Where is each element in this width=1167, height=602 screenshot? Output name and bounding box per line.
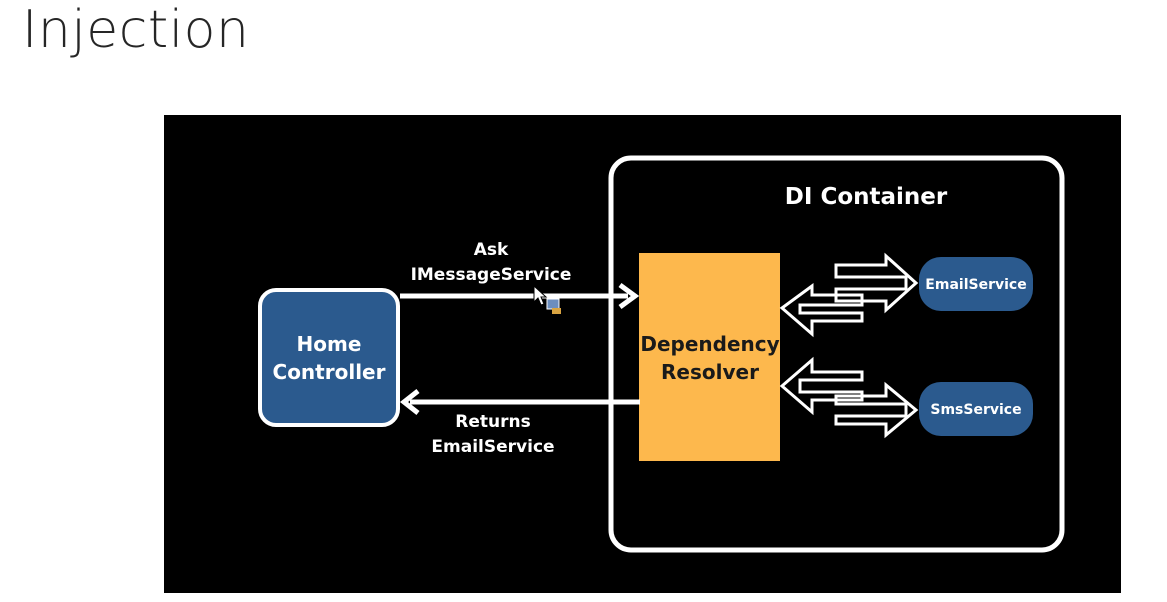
resolver-label-line1: Dependency — [640, 332, 779, 356]
home-controller-label-line2: Controller — [273, 360, 386, 384]
sms-exchange-arrows — [779, 356, 919, 439]
diagram-canvas: DI Container Home Controller Dependency … — [258, 155, 1065, 553]
resolver-label-line2: Resolver — [661, 360, 759, 384]
home-controller-label-line1: Home — [297, 332, 362, 356]
email-service-node — [919, 257, 1033, 311]
sms-service-node — [919, 382, 1033, 436]
request-label-line2: IMessageService — [411, 265, 572, 285]
email-exchange-arrows — [779, 252, 919, 338]
dependency-resolver-node — [639, 253, 780, 461]
request-arrow — [400, 282, 640, 310]
mouse-cursor-icon — [533, 284, 561, 314]
slide-title: Injection — [22, 0, 250, 60]
home-controller-node — [258, 288, 400, 427]
response-label-line2: EmailService — [431, 437, 554, 457]
response-arrow — [399, 389, 640, 415]
response-label-line1: Returns — [455, 412, 530, 432]
di-diagram: DI Container Home Controller Dependency … — [164, 115, 1121, 593]
email-service-label: EmailService — [925, 277, 1026, 293]
di-container-title: DI Container — [785, 184, 948, 210]
request-label-line1: Ask — [474, 240, 509, 260]
sms-service-label: SmsService — [930, 402, 1021, 418]
di-container-frame — [608, 155, 1065, 553]
